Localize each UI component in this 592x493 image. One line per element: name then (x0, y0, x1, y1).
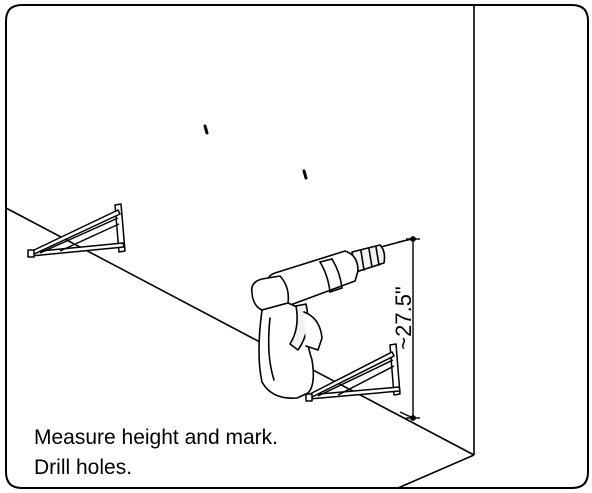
shelf-bracket-icon (305, 343, 401, 402)
power-drill-icon (250, 238, 412, 399)
floor-line-right (397, 454, 475, 489)
pencil-mark-1 (203, 124, 209, 135)
shelf-bracket-icon (27, 203, 126, 258)
pencil-mark-2 (302, 169, 308, 180)
instruction-text-line-1: Measure height and mark. (34, 426, 278, 449)
instruction-text-line-2: Drill holes. (34, 456, 133, 479)
panel-frame (5, 4, 589, 489)
measurement-label: ~27.5" (391, 286, 416, 349)
